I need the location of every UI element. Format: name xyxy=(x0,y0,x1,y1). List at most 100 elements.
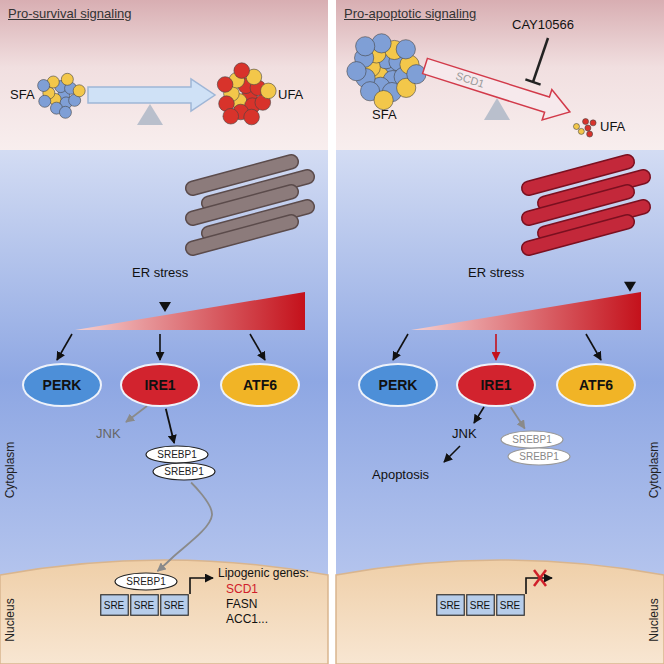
srebp1-oval: SREBP1 xyxy=(152,462,216,481)
node-text: SREBP1 xyxy=(519,451,558,462)
sensor-oval: IRE1 xyxy=(456,363,536,407)
fulcrum xyxy=(484,98,510,120)
node-outline xyxy=(496,594,525,616)
er-membrane xyxy=(520,213,636,257)
stress-arrow xyxy=(393,334,408,360)
sre-box: SRE xyxy=(436,594,465,616)
panel-heading: Pro-survival signaling xyxy=(8,6,132,21)
molecule xyxy=(583,119,589,125)
molecule xyxy=(374,90,393,109)
box-shape xyxy=(100,595,128,616)
stress-arrow xyxy=(57,334,72,360)
oval-shape xyxy=(121,364,199,406)
oval-shape xyxy=(501,431,563,448)
node-outline xyxy=(466,594,495,616)
nucleus-ground xyxy=(336,560,664,664)
cytoplasm-ground xyxy=(0,150,328,664)
nucleus-region: SRESRESRENucleus xyxy=(336,555,664,664)
sre-box: SRE xyxy=(160,594,189,616)
molecule xyxy=(372,34,391,53)
region-label: Nucleus xyxy=(3,598,17,641)
molecule xyxy=(59,106,71,118)
signal-connector xyxy=(157,483,212,572)
figure-label: Lipogenic genes: xyxy=(218,567,309,581)
stress-wedge xyxy=(75,292,305,330)
sre-box: SRE xyxy=(466,594,495,616)
figure-label: SFA xyxy=(10,88,35,103)
apoptosis-arrow xyxy=(444,446,460,462)
signal-connector xyxy=(511,407,525,428)
inhibitor-line xyxy=(533,38,548,82)
figure-label: SFA xyxy=(372,108,397,123)
molecule xyxy=(356,37,375,56)
node-outline xyxy=(500,430,564,449)
molecule xyxy=(38,80,50,92)
region-label: Cytoplasm xyxy=(3,442,17,499)
sensor-oval: ATF6 xyxy=(220,363,300,407)
sensor-oval: PERK xyxy=(22,363,102,407)
node-outline xyxy=(152,462,216,481)
sensor-oval: ATF6 xyxy=(556,363,636,407)
cytoplasm-panel: PERKIRE1ATF6SREBP1SREBP1SRESRESRENucleus… xyxy=(336,150,664,664)
nucleus-ground xyxy=(0,560,328,664)
figure-label: SCD1 xyxy=(454,70,486,91)
node-text: SREBP1 xyxy=(157,449,196,460)
node-outline xyxy=(100,594,129,616)
node-outline xyxy=(22,363,102,407)
node-text: SREBP1 xyxy=(164,466,203,477)
molecule xyxy=(590,120,596,126)
panel-heading: Pro-apoptotic signaling xyxy=(344,6,476,21)
molecule xyxy=(585,125,591,131)
oval-shape xyxy=(457,364,535,406)
sensor-oval: IRE1 xyxy=(120,363,200,407)
molecule xyxy=(39,95,51,107)
figure-label: ACC1... xyxy=(226,613,268,627)
node-text: SRE xyxy=(104,600,125,611)
sre-box: SRE xyxy=(130,594,159,616)
sre-box: SRE xyxy=(496,594,525,616)
figure-label: FASN xyxy=(226,598,257,612)
inhibitor-bar xyxy=(525,79,540,84)
node-text: ATF6 xyxy=(243,377,277,393)
node-outline xyxy=(220,363,300,407)
nucleus-region: SREBP1SRE SRE SRE Nucleus xyxy=(0,555,328,664)
molecule xyxy=(347,62,366,81)
oval-shape xyxy=(153,463,215,480)
node-outline xyxy=(160,594,189,616)
figure-label: JNK xyxy=(452,427,477,442)
region-label: Nucleus xyxy=(647,598,661,641)
figure-label: ER stress xyxy=(468,266,524,281)
srebp1-oval: SREBP1 xyxy=(500,430,564,449)
stress-arrow xyxy=(495,334,497,360)
jnk-arrow xyxy=(126,406,147,422)
transcription-arrow xyxy=(190,578,213,594)
node-outline xyxy=(358,363,438,407)
molecule-cluster xyxy=(38,73,86,118)
er-cisterna xyxy=(520,213,636,257)
molecule-cluster xyxy=(347,34,426,110)
node-outline xyxy=(145,445,209,464)
node-text: ATF6 xyxy=(579,377,613,393)
node-outline xyxy=(120,363,200,407)
molecule xyxy=(578,128,584,134)
stress-arrow xyxy=(250,334,265,360)
box-shape xyxy=(130,595,158,616)
molecule xyxy=(261,83,277,99)
srebp1-oval: SREBP1 xyxy=(114,572,178,591)
sre-box: SRE xyxy=(100,594,129,616)
node-text: SRE xyxy=(134,600,155,611)
figure-label: UFA xyxy=(278,88,303,103)
box-shape xyxy=(466,595,494,616)
node-text: PERK xyxy=(43,377,82,393)
node-text: SREBP1 xyxy=(512,434,551,445)
arrow-body xyxy=(88,79,215,111)
node-outline xyxy=(114,572,178,591)
signaling-panel: Pro-apoptotic signaling xyxy=(336,0,664,150)
molecule xyxy=(244,109,260,125)
oval-shape xyxy=(359,364,437,406)
oval-shape xyxy=(508,448,570,465)
stress-arrow xyxy=(586,334,601,360)
oval-shape xyxy=(23,364,101,406)
